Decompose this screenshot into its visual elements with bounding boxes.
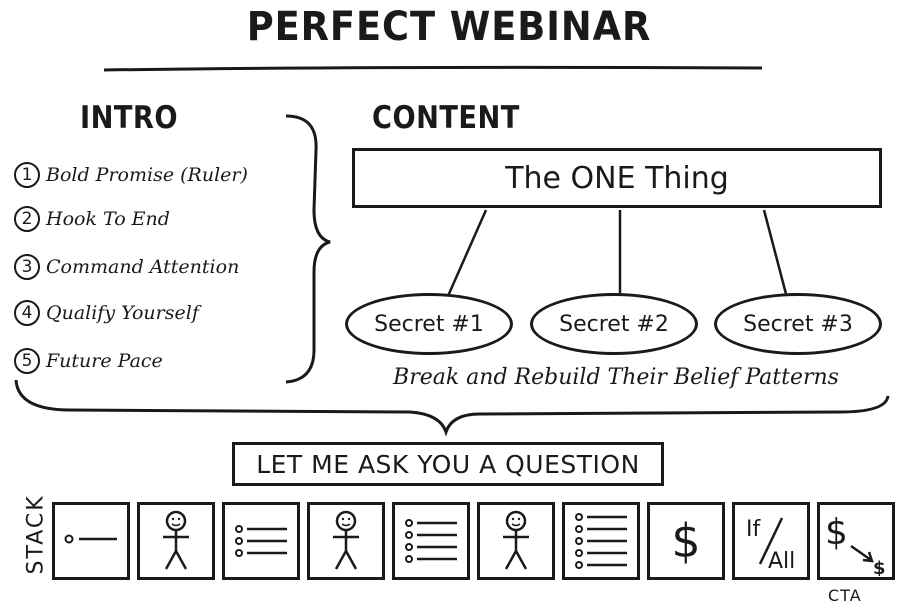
- stack-box-5: [392, 502, 470, 580]
- number-badge: 2: [14, 206, 40, 232]
- stack-box-8: $: [647, 502, 725, 580]
- title-underline: [103, 65, 763, 72]
- stack-box-10: $ $: [817, 502, 895, 580]
- if-all-top: If: [746, 517, 761, 542]
- page-title: PERFECT WEBINAR: [246, 4, 652, 50]
- bullet-list-icon: [575, 513, 627, 569]
- single-bullet-icon: [64, 534, 117, 544]
- number-badge: 1: [14, 162, 40, 188]
- connector-secret-1: [446, 209, 488, 297]
- intro-item-label: Future Pace: [46, 350, 163, 372]
- stick-figure-icon: [503, 510, 529, 570]
- intro-item-1: 1 Bold Promise (Ruler): [14, 158, 248, 192]
- connector-secret-3: [762, 209, 788, 295]
- belief-caption: Break and Rebuild Their Belief Patterns: [393, 365, 839, 390]
- intro-brace: [285, 114, 331, 384]
- stack-label: STACK: [23, 494, 49, 575]
- dollar-icon: $: [671, 514, 701, 568]
- stack-box-6: [477, 502, 555, 580]
- intro-item-label: Command Attention: [46, 256, 240, 278]
- intro-item-5: 5 Future Pace: [14, 344, 163, 378]
- one-thing-box: The ONE Thing: [352, 148, 882, 208]
- intro-item-label: Hook To End: [46, 208, 170, 230]
- bottom-brace: [14, 379, 890, 437]
- question-box: LET ME ASK YOU A QUESTION: [232, 442, 664, 486]
- stack-box-7: [562, 502, 640, 580]
- cta-label: CTA: [828, 586, 862, 605]
- bullet-list-icon: [405, 519, 457, 563]
- intro-heading: INTRO: [80, 100, 178, 136]
- secret-1: Secret #1: [345, 293, 513, 355]
- intro-item-label: Bold Promise (Ruler): [46, 164, 248, 186]
- dollar-small: $: [873, 558, 886, 576]
- stack-box-9: If All: [732, 502, 810, 580]
- number-badge: 5: [14, 348, 40, 374]
- number-badge: 4: [14, 300, 40, 326]
- stack-box-3: [222, 502, 300, 580]
- stack-box-1: [52, 502, 130, 580]
- dollar-large: $: [825, 512, 848, 553]
- intro-item-2: 2 Hook To End: [14, 202, 170, 236]
- if-all-bottom: All: [768, 549, 795, 574]
- stack-box-4: [307, 502, 385, 580]
- stick-figure-icon: [163, 510, 189, 570]
- dollar-arrow-icon: $ $: [825, 512, 886, 576]
- intro-item-3: 3 Command Attention: [14, 250, 239, 284]
- intro-item-4: 4 Qualify Yourself: [14, 296, 199, 330]
- stack-box-2: [137, 502, 215, 580]
- stick-figure-icon: [333, 510, 359, 570]
- content-heading: CONTENT: [372, 100, 520, 136]
- intro-item-label: Qualify Yourself: [46, 302, 199, 324]
- number-badge: 3: [14, 254, 40, 280]
- secret-3: Secret #3: [714, 293, 882, 355]
- bullet-list-icon: [235, 525, 287, 557]
- if-all-icon: If All: [746, 517, 795, 574]
- secret-2: Secret #2: [530, 293, 698, 355]
